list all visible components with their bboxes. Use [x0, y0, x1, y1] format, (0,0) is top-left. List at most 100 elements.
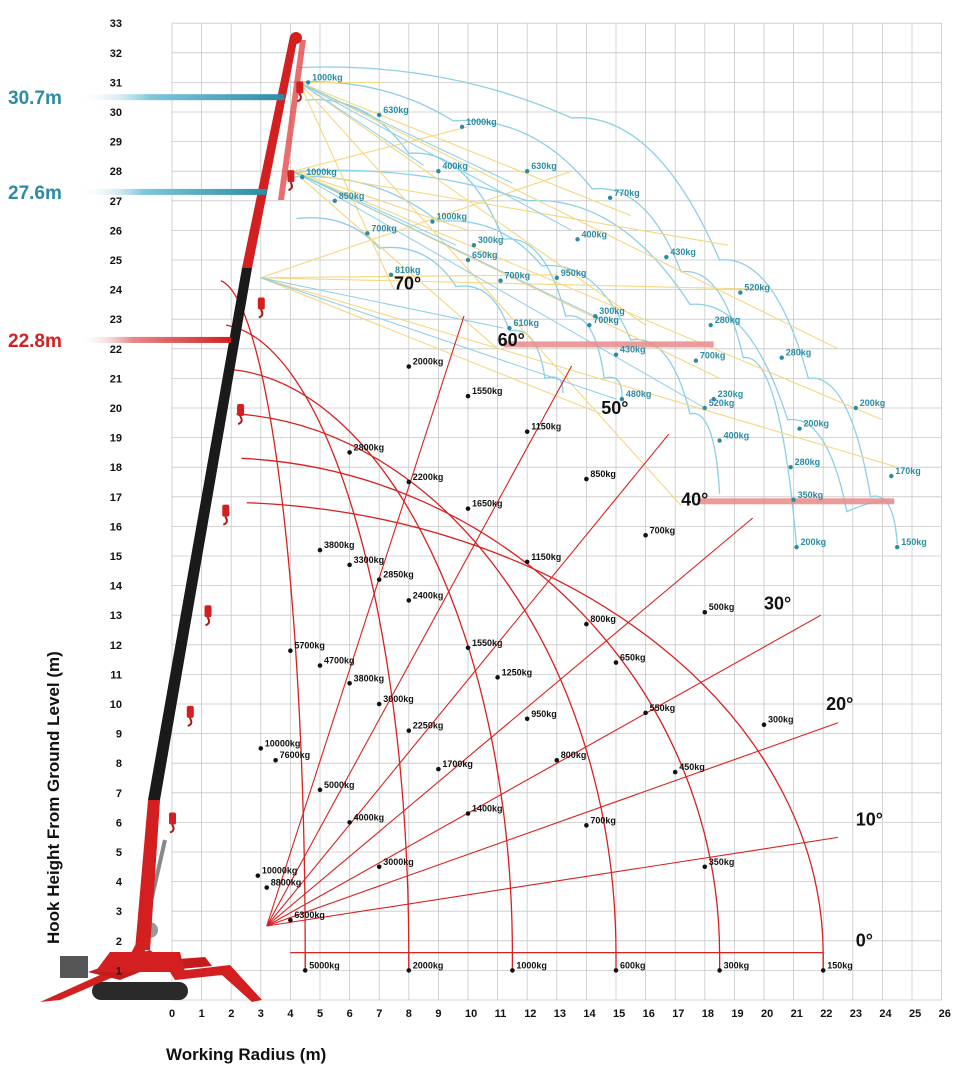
extension-load-label: 480kg: [626, 389, 652, 399]
extension-load-label: 1000kg: [306, 167, 337, 177]
extension-load-label: 520kg: [744, 283, 770, 293]
x-tick-label: 12: [524, 1008, 536, 1020]
highlight-bar: [503, 341, 714, 348]
x-tick-label: 16: [643, 1008, 655, 1020]
load-point: [554, 757, 560, 763]
x-tick-label: 20: [761, 1008, 773, 1020]
load-label: 700kg: [590, 815, 616, 825]
extension-load-point: [507, 325, 512, 331]
y-tick-label: 19: [110, 433, 122, 445]
x-tick-label: 3: [258, 1008, 264, 1020]
extension-radial: [260, 277, 617, 400]
extension-load-label: 950kg: [561, 268, 587, 278]
jib-line: [260, 277, 898, 468]
extension-load-label: 280kg: [715, 315, 741, 325]
hook-block: [257, 297, 265, 310]
extension-load-point: [465, 257, 471, 263]
boom-length-pointer: [78, 188, 267, 195]
extension-arc: [305, 98, 623, 400]
y-tick-label: 16: [110, 521, 122, 533]
extension-load-point: [498, 278, 503, 283]
extension-load-label: 700kg: [371, 223, 397, 233]
angle-label: 40°: [681, 490, 708, 510]
boom-length-pointer: [78, 336, 232, 343]
load-point: [288, 648, 293, 654]
crawler-track: [92, 982, 188, 1000]
y-tick-label: 17: [110, 492, 122, 504]
extension-load-point: [788, 465, 793, 470]
load-point: [258, 746, 264, 751]
load-point: [406, 968, 412, 973]
extension-load-label: 280kg: [786, 348, 812, 358]
load-point: [613, 968, 619, 973]
extension-load-label: 400kg: [724, 431, 750, 441]
extension-load-label: 700kg: [505, 271, 531, 281]
load-point: [465, 811, 471, 816]
angle-label: 60°: [498, 330, 525, 350]
load-label: 1000kg: [516, 960, 547, 970]
load-label: 550kg: [650, 703, 676, 713]
extension-load-label: 630kg: [383, 105, 409, 115]
extension-load-label: 520kg: [709, 398, 735, 408]
y-tick-label: 7: [116, 788, 122, 800]
x-tick-label: 21: [791, 1008, 803, 1020]
load-label: 650kg: [620, 653, 646, 663]
load-label: 1550kg: [472, 638, 503, 648]
load-label: 2850kg: [383, 570, 414, 580]
y-tick-label: 24: [110, 285, 123, 297]
extension-load-point: [459, 124, 465, 129]
hook-icon: [288, 181, 293, 192]
y-tick-label: 8: [116, 758, 122, 770]
extension-load-point: [471, 243, 477, 248]
load-point: [613, 660, 619, 665]
counterweight: [60, 956, 88, 978]
extension-load-label: 770kg: [614, 188, 640, 198]
x-tick-label: 2: [228, 1008, 234, 1020]
load-point: [465, 506, 471, 511]
extension-arc: [299, 169, 895, 513]
hook-block: [204, 605, 212, 618]
extension-load-point: [388, 272, 394, 277]
load-point: [376, 577, 382, 582]
angle-line: [266, 365, 573, 927]
load-label: 150kg: [827, 960, 853, 970]
load-point: [317, 663, 323, 668]
extension-arc: [290, 81, 798, 548]
hooks: [169, 81, 304, 834]
jib-line: [299, 81, 839, 350]
extension-load-point: [613, 352, 619, 357]
extension-load-point: [332, 198, 337, 203]
load-label: 2000kg: [413, 357, 444, 367]
extension-load-label: 400kg: [442, 161, 468, 171]
angle-line: [266, 433, 670, 927]
load-point: [495, 675, 500, 680]
hook-block: [186, 705, 194, 718]
extension-load-label: 700kg: [593, 315, 619, 325]
load-point: [255, 873, 261, 878]
x-tick-label: 10: [465, 1008, 477, 1020]
jib-line: [293, 170, 469, 231]
jib-line: [260, 277, 602, 415]
load-point: [524, 716, 530, 722]
boom-jib-section: [242, 36, 298, 268]
jib-line: [292, 170, 498, 350]
load-label: 600kg: [620, 960, 646, 970]
extension-load-point: [300, 174, 305, 180]
y-tick-label: 29: [110, 137, 122, 149]
extension-load-point: [554, 275, 559, 280]
hook-icon: [187, 717, 193, 727]
load-label: 800kg: [561, 750, 587, 760]
hook-icon: [237, 415, 243, 425]
extension-load-point: [575, 237, 580, 242]
jib-line: [298, 82, 395, 290]
angle-line: [266, 315, 465, 927]
jib-line: [299, 81, 632, 217]
hook-icon: [169, 823, 175, 834]
extension-load-label: 700kg: [700, 351, 726, 361]
extension-load-label: 610kg: [513, 318, 539, 328]
load-point: [273, 757, 278, 763]
angle-label: 0°: [856, 931, 873, 951]
jib-line: [260, 277, 779, 291]
extension-load-point: [717, 438, 722, 443]
